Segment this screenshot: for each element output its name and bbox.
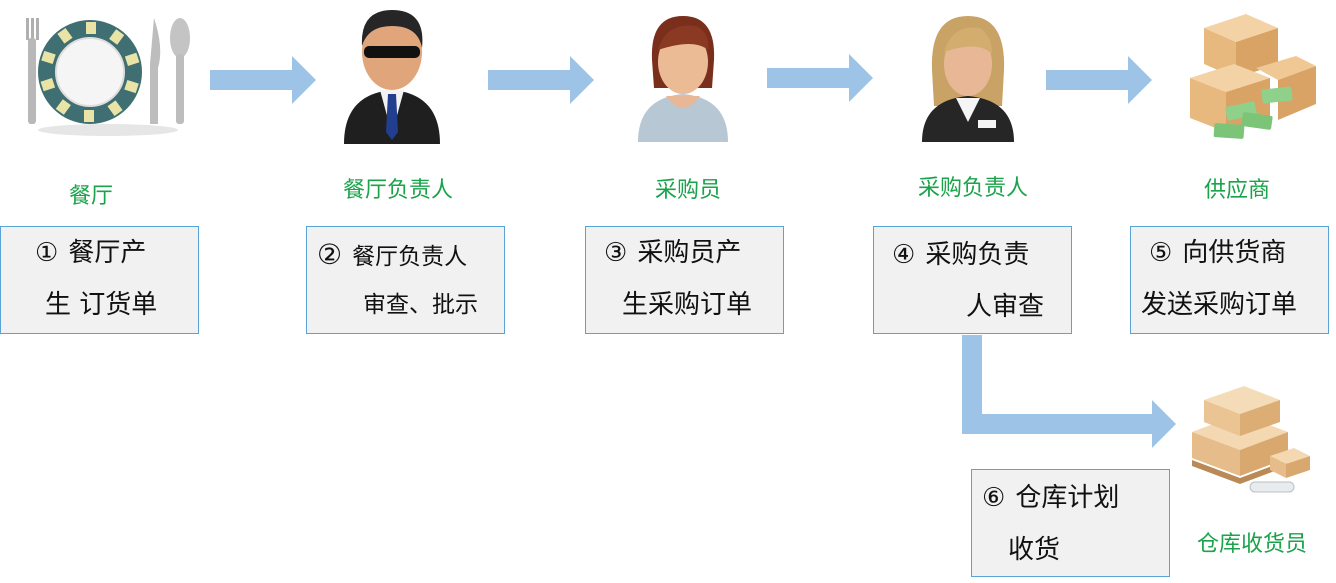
step-number-5: ⑤ xyxy=(1149,238,1173,268)
money-boxes-icon xyxy=(1190,14,1316,139)
arrow-4 xyxy=(1046,56,1152,104)
step-box-6: ⑥ 仓库计划 收货 xyxy=(971,469,1170,577)
role-label-purchasing-manager: 采购负责人 xyxy=(917,176,1029,201)
arrow-3 xyxy=(767,54,873,102)
step-box-5: ⑤ 向供货商 发送采购订单 xyxy=(1130,226,1329,334)
step-box-4: ④ 采购负责 人审查 xyxy=(873,226,1072,334)
step-text-3b: 生采购订单 xyxy=(622,290,753,320)
pallet-boxes-icon xyxy=(1192,386,1310,493)
step-text-6b: 收货 xyxy=(1008,535,1061,565)
step-text-1b: 生 订货单 xyxy=(45,290,158,320)
arrow-2 xyxy=(488,56,594,104)
role-label-supplier: 供应商 xyxy=(1203,178,1271,203)
step-text-2b: 审查、批示 xyxy=(363,292,478,318)
role-label-restaurant: 餐厅 xyxy=(68,184,114,209)
arrow-elbow xyxy=(962,335,1176,448)
step-text-2a: 餐厅负责人 xyxy=(352,244,468,270)
woman-avatar-icon xyxy=(638,16,728,142)
step-box-2: ② 餐厅负责人 审查、批示 xyxy=(306,226,505,334)
step-text-5b: 发送采购订单 xyxy=(1141,290,1298,320)
role-label-restaurant-manager: 餐厅负责人 xyxy=(342,178,454,203)
step-box-1: ① 餐厅产 生 订货单 xyxy=(0,226,199,334)
role-label-warehouse-receiver: 仓库收货员 xyxy=(1196,532,1308,557)
businessman-icon xyxy=(344,10,440,144)
step-number-2: ② xyxy=(317,238,343,271)
step-text-4a: 采购负责 xyxy=(925,240,1030,270)
step-number-3: ③ xyxy=(604,238,628,268)
step-box-3: ③ 采购员产 生采购订单 xyxy=(585,226,784,334)
step-number-4: ④ xyxy=(892,240,916,270)
step-number-1: ① xyxy=(35,238,59,268)
plate-cutlery-icon xyxy=(26,18,190,136)
step-text-4b: 人审查 xyxy=(966,292,1045,322)
businesswoman-icon xyxy=(922,16,1014,142)
step-text-6a: 仓库计划 xyxy=(1015,483,1120,513)
role-label-buyer: 采购员 xyxy=(654,178,722,203)
step-text-1a: 餐厅产 xyxy=(68,238,147,268)
arrow-1 xyxy=(210,56,316,104)
step-text-3a: 采购员产 xyxy=(637,238,742,268)
step-number-6: ⑥ xyxy=(982,483,1006,513)
step-text-5a: 向供货商 xyxy=(1182,238,1287,268)
